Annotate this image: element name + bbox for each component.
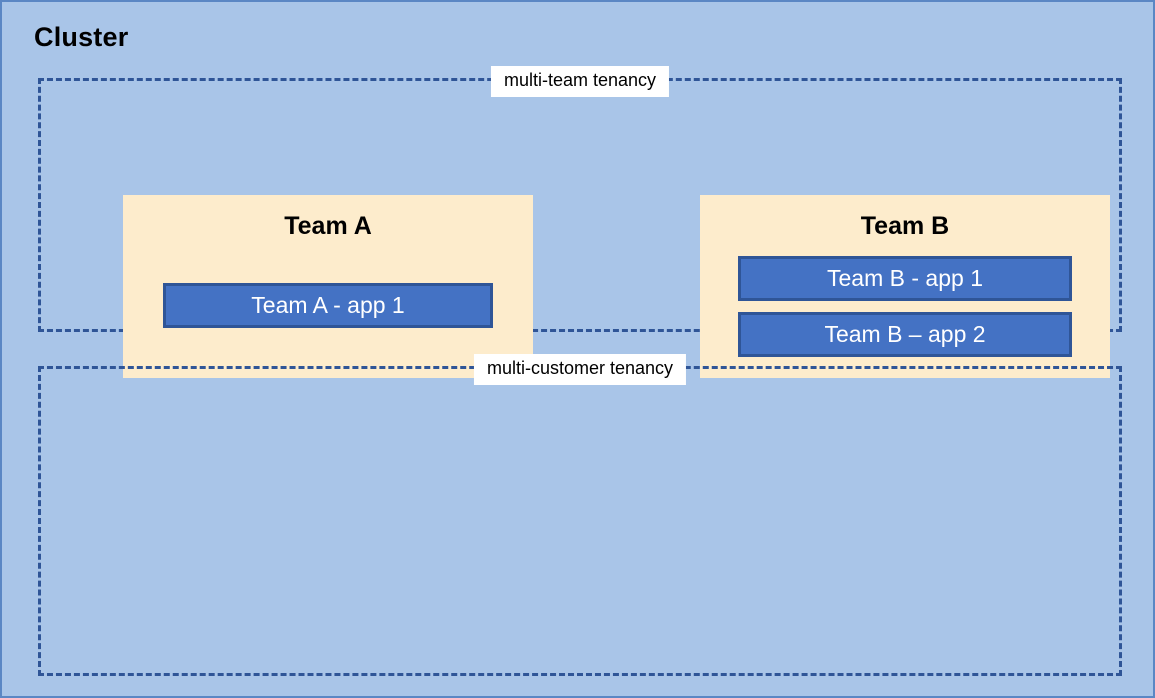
multi-team-tenancy-group: multi-team tenancy Team A Team A - app 1… <box>38 66 1122 378</box>
team-a-panel: Team A Team A - app 1 <box>123 195 533 378</box>
app-box-team-b-app-1[interactable]: Team B - app 1 <box>738 256 1072 301</box>
team-a-app-list: Team A - app 1 <box>163 283 493 328</box>
app-box-team-a-app-1[interactable]: Team A - app 1 <box>163 283 493 328</box>
team-b-app-list: Team B - app 1 Team B – app 2 <box>738 256 1072 357</box>
multi-team-tenancy-label: multi-team tenancy <box>490 66 670 97</box>
team-b-panel: Team B Team B - app 1 Team B – app 2 <box>700 195 1110 378</box>
cluster-title: Cluster <box>34 22 129 52</box>
app-box-team-b-app-2[interactable]: Team B – app 2 <box>738 312 1072 357</box>
multi-customer-tenancy-group: multi-customer tenancy Team C Team C – a… <box>38 354 1122 676</box>
team-a-title: Team A <box>284 212 372 240</box>
multi-customer-tenancy-label: multi-customer tenancy <box>473 354 687 385</box>
team-b-title: Team B <box>860 212 950 240</box>
